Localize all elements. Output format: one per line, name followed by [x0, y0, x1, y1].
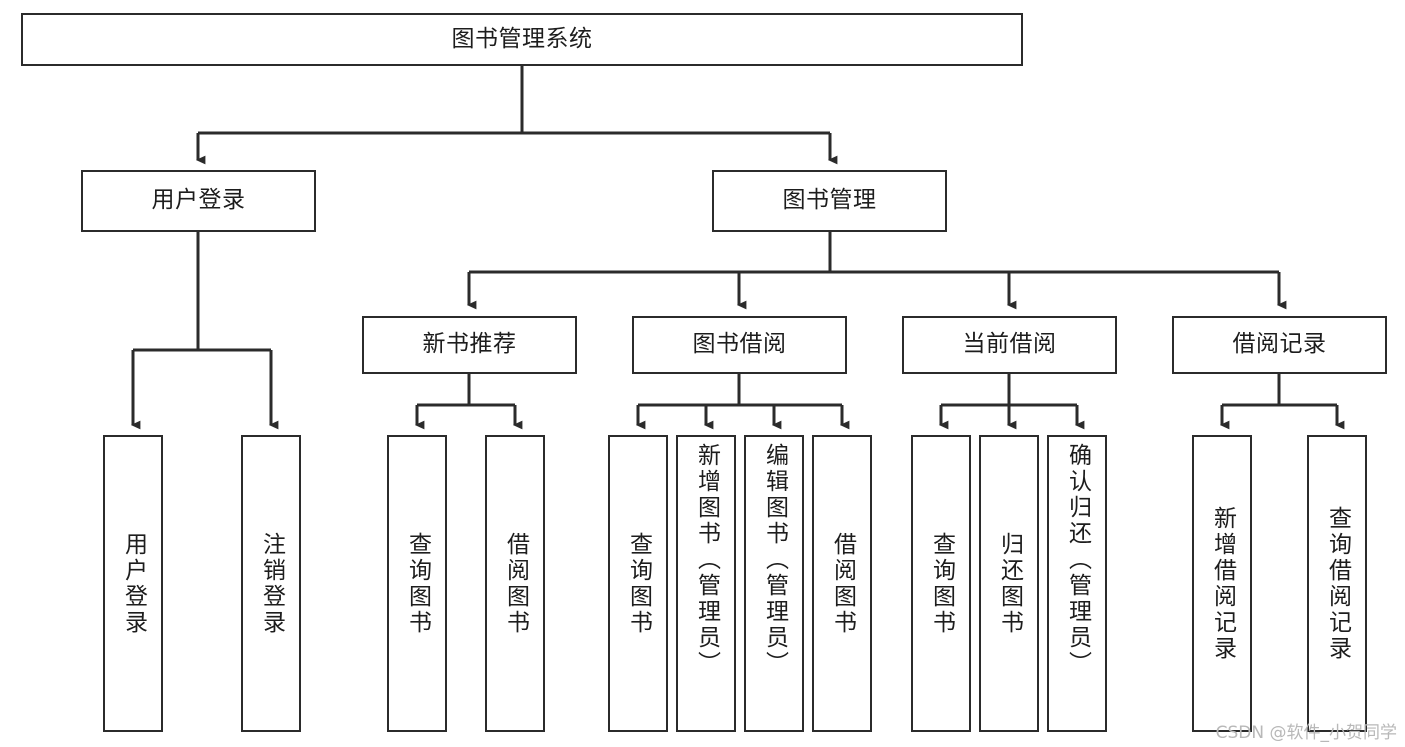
- node-label: 确认归还（管理员）: [1064, 443, 1091, 677]
- node-current-borrow[interactable]: 当前借阅: [902, 316, 1117, 374]
- node-leaf-query-book-borrow[interactable]: 查询图书: [608, 435, 668, 732]
- node-leaf-user-login[interactable]: 用户登录: [103, 435, 163, 732]
- node-label: 用户登录: [120, 531, 147, 636]
- node-leaf-borrow-book[interactable]: 借阅图书: [812, 435, 872, 732]
- node-label: 注销登录: [258, 531, 285, 636]
- node-label: 查询图书: [404, 531, 431, 636]
- node-label: 借阅记录: [1232, 331, 1327, 358]
- node-label: 用户登录: [151, 187, 246, 214]
- node-root-book-management-system[interactable]: 图书管理系统: [21, 13, 1023, 66]
- node-leaf-confirm-return-admin[interactable]: 确认归还（管理员）: [1047, 435, 1107, 732]
- node-label: 新书推荐: [422, 331, 517, 358]
- node-book-borrow[interactable]: 图书借阅: [632, 316, 847, 374]
- node-leaf-add-book-admin[interactable]: 新增图书（管理员）: [676, 435, 736, 732]
- node-label: 当前借阅: [962, 331, 1057, 358]
- watermark-text: CSDN @软件_小贺同学: [1215, 723, 1397, 743]
- node-leaf-add-borrow-record[interactable]: 新增借阅记录: [1192, 435, 1252, 732]
- node-label: 新增借阅记录: [1209, 505, 1236, 662]
- node-label: 图书借阅: [692, 331, 787, 358]
- node-label: 图书管理: [782, 187, 877, 214]
- node-leaf-borrow-book-new[interactable]: 借阅图书: [485, 435, 545, 732]
- node-leaf-query-book-current[interactable]: 查询图书: [911, 435, 971, 732]
- node-label: 查询图书: [928, 531, 955, 636]
- node-borrow-record[interactable]: 借阅记录: [1172, 316, 1387, 374]
- node-leaf-query-book-new[interactable]: 查询图书: [387, 435, 447, 732]
- node-label: 归还图书: [996, 531, 1023, 636]
- node-leaf-query-borrow-record[interactable]: 查询借阅记录: [1307, 435, 1367, 732]
- node-label: 借阅图书: [829, 531, 856, 636]
- node-label: 图书管理系统: [451, 25, 593, 52]
- node-label: 编辑图书（管理员）: [761, 443, 788, 677]
- node-label: 借阅图书: [502, 531, 529, 636]
- node-leaf-logout[interactable]: 注销登录: [241, 435, 301, 732]
- node-book-management[interactable]: 图书管理: [712, 170, 947, 232]
- node-label: 新增图书（管理员）: [693, 443, 720, 677]
- node-new-book-recommend[interactable]: 新书推荐: [362, 316, 577, 374]
- node-leaf-return-book[interactable]: 归还图书: [979, 435, 1039, 732]
- node-user-login[interactable]: 用户登录: [81, 170, 316, 232]
- node-leaf-edit-book-admin[interactable]: 编辑图书（管理员）: [744, 435, 804, 732]
- node-label: 查询借阅记录: [1324, 505, 1351, 662]
- node-label: 查询图书: [625, 531, 652, 636]
